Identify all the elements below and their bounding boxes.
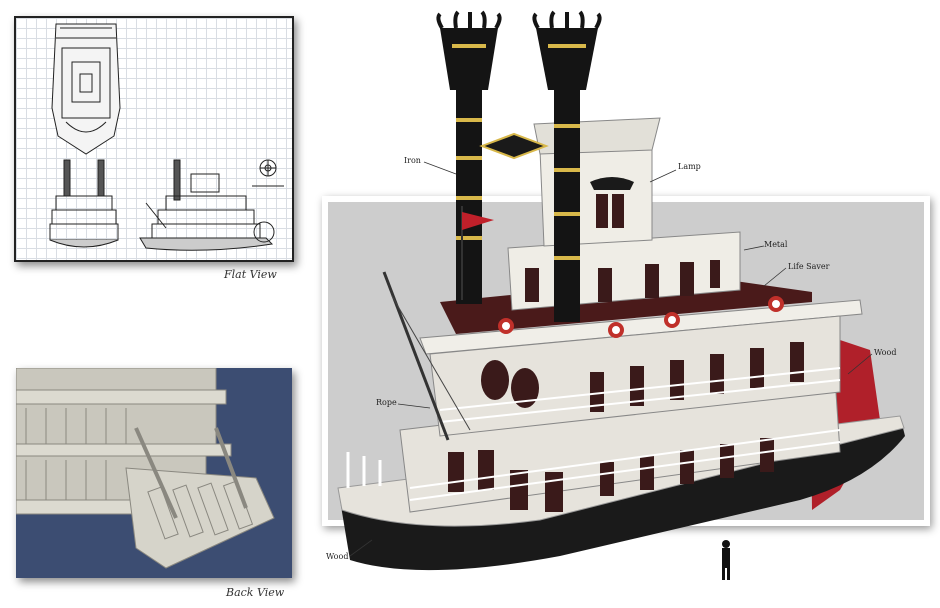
back-view-render xyxy=(16,368,275,569)
person-silhouette xyxy=(722,540,730,580)
smokestacks xyxy=(436,10,602,322)
blueprint-drawing xyxy=(49,23,284,251)
label-iron: Iron xyxy=(404,156,421,165)
label-rope: Rope xyxy=(376,398,397,407)
back-view-caption: Back View xyxy=(226,586,285,599)
back-view-panel xyxy=(16,368,292,578)
label-wood-hull: Wood xyxy=(326,552,349,561)
label-wood-paddle: Wood xyxy=(874,348,897,357)
label-metal: Metal xyxy=(764,240,788,249)
flat-view-caption: Flat View xyxy=(224,268,277,281)
label-lamp: Lamp xyxy=(678,162,701,171)
flat-view-panel xyxy=(14,16,294,262)
life-savers xyxy=(498,296,784,338)
label-life-saver: Life Saver xyxy=(788,262,830,271)
